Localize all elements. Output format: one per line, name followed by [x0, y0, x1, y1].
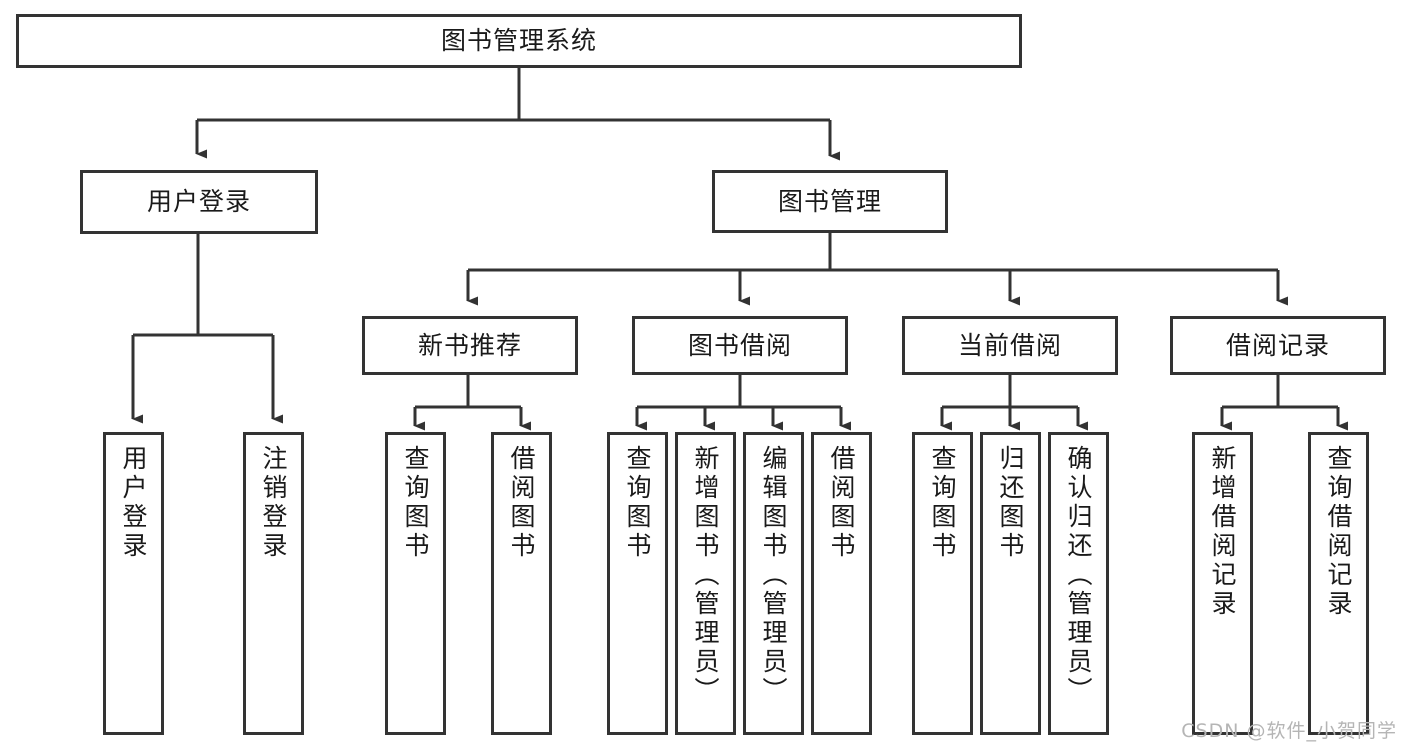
node-root-label: 图书管理系统: [440, 26, 597, 56]
node-book-borrow-label: 图书借阅: [687, 330, 792, 360]
node-leaf-logout-label: 注销登录: [259, 445, 288, 561]
node-borrow-record-label: 借阅记录: [1225, 330, 1330, 360]
node-new-book-recommend-label: 新书推荐: [417, 330, 522, 360]
node-leaf-add-book-admin[interactable]: 新增图书（管理员）: [675, 432, 736, 735]
node-leaf-borrow-book[interactable]: 借阅图书: [811, 432, 872, 735]
node-leaf-query-book-borrow-label: 查询图书: [623, 445, 652, 561]
node-leaf-borrow-book-recommend-label: 借阅图书: [507, 445, 536, 561]
node-leaf-user-login-label: 用户登录: [119, 445, 148, 561]
node-new-book-recommend[interactable]: 新书推荐: [362, 316, 578, 375]
node-leaf-query-book-borrow[interactable]: 查询图书: [607, 432, 668, 735]
node-leaf-add-borrow-record-label: 新增借阅记录: [1208, 445, 1237, 619]
node-leaf-edit-book-admin-label: 编辑图书（管理员）: [759, 445, 788, 706]
node-leaf-query-book-current-label: 查询图书: [928, 445, 957, 561]
node-leaf-query-borrow-record-label: 查询借阅记录: [1324, 445, 1353, 619]
node-leaf-query-book-recommend[interactable]: 查询图书: [385, 432, 446, 735]
node-current-borrow-label: 当前借阅: [957, 330, 1062, 360]
node-leaf-query-book-current[interactable]: 查询图书: [912, 432, 973, 735]
node-root[interactable]: 图书管理系统: [16, 14, 1022, 68]
node-leaf-return-book-label: 归还图书: [996, 445, 1025, 561]
node-leaf-confirm-return-admin[interactable]: 确认归还（管理员）: [1048, 432, 1109, 735]
node-leaf-query-book-recommend-label: 查询图书: [401, 445, 430, 561]
node-user-login-label: 用户登录: [146, 187, 251, 217]
node-book-management-label: 图书管理: [777, 186, 882, 216]
node-leaf-logout[interactable]: 注销登录: [243, 432, 304, 735]
node-book-management[interactable]: 图书管理: [712, 170, 948, 233]
node-leaf-add-book-admin-label: 新增图书（管理员）: [691, 445, 720, 706]
node-leaf-query-borrow-record[interactable]: 查询借阅记录: [1308, 432, 1369, 735]
node-leaf-return-book[interactable]: 归还图书: [980, 432, 1041, 735]
node-current-borrow[interactable]: 当前借阅: [902, 316, 1118, 375]
node-leaf-add-borrow-record[interactable]: 新增借阅记录: [1192, 432, 1253, 735]
node-leaf-user-login[interactable]: 用户登录: [103, 432, 164, 735]
watermark-text: CSDN @软件_小贺同学: [1181, 720, 1397, 742]
node-leaf-edit-book-admin[interactable]: 编辑图书（管理员）: [743, 432, 804, 735]
node-user-login[interactable]: 用户登录: [80, 170, 318, 234]
node-borrow-record[interactable]: 借阅记录: [1170, 316, 1386, 375]
node-leaf-confirm-return-admin-label: 确认归还（管理员）: [1064, 445, 1093, 706]
node-book-borrow[interactable]: 图书借阅: [632, 316, 848, 375]
node-leaf-borrow-book-recommend[interactable]: 借阅图书: [491, 432, 552, 735]
node-leaf-borrow-book-label: 借阅图书: [827, 445, 856, 561]
